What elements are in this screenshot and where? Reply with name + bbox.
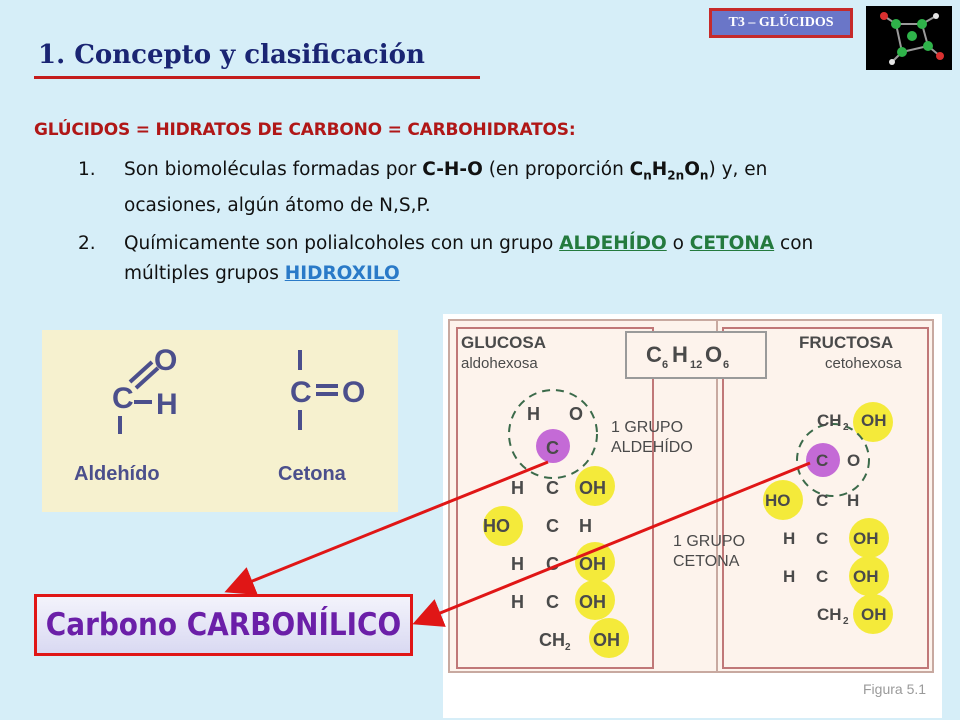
svg-text:C: C: [816, 567, 828, 586]
list-item: 2. Químicamente son polialcoholes con un…: [78, 229, 938, 289]
list-number: 2.: [78, 233, 96, 254]
svg-text:1 GRUPO: 1 GRUPO: [611, 419, 683, 436]
svg-text:H: H: [156, 388, 178, 421]
fructosa-title: FRUCTOSA: [799, 333, 893, 352]
svg-text:O: O: [847, 451, 860, 470]
section-heading: GLÚCIDOS = HIDRATOS DE CARBONO = CARBOHI…: [34, 120, 576, 140]
carbonyl-groups-figure: C O H C O Aldehído Cetona: [42, 330, 398, 512]
svg-text:OH: OH: [579, 554, 606, 574]
svg-text:2: 2: [565, 642, 571, 653]
svg-text:H: H: [511, 592, 524, 612]
svg-text:CH: CH: [539, 630, 565, 650]
svg-text:2: 2: [843, 422, 849, 433]
svg-text:12: 12: [690, 359, 702, 371]
svg-text:H: H: [527, 404, 540, 424]
svg-text:C: C: [816, 491, 828, 510]
svg-text:6: 6: [662, 359, 668, 371]
svg-text:OH: OH: [593, 630, 620, 650]
topic-tag: T3 – GLÚCIDOS: [709, 8, 853, 38]
svg-text:O: O: [705, 342, 722, 367]
svg-text:O: O: [154, 344, 177, 377]
svg-text:6: 6: [723, 359, 729, 371]
list-number: 1.: [78, 159, 96, 180]
svg-text:CH: CH: [817, 605, 842, 624]
svg-text:C: C: [816, 451, 828, 470]
glucosa-title: GLUCOSA: [461, 333, 546, 352]
aldehido-c-atom: C: [112, 382, 134, 415]
svg-text:OH: OH: [579, 592, 606, 612]
aldehido-label: Aldehído: [74, 463, 160, 485]
svg-text:C: C: [546, 554, 559, 574]
svg-text:HO: HO: [765, 491, 791, 510]
svg-text:C: C: [546, 478, 559, 498]
svg-text:C: C: [546, 592, 559, 612]
glucosa-fructosa-figure: GLUCOSA aldohexosa FRUCTOSA cetohexosa C…: [443, 314, 942, 718]
aldohexosa-label: aldohexosa: [461, 355, 538, 372]
svg-text:CH: CH: [817, 411, 842, 430]
svg-text:OH: OH: [853, 529, 879, 548]
hidroxilo-link[interactable]: HIDROXILO: [284, 263, 400, 284]
cetohexosa-label: cetohexosa: [825, 355, 902, 372]
svg-text:HO: HO: [483, 516, 510, 536]
general-formula: CnH2nOn: [629, 159, 709, 183]
svg-text:C: C: [290, 376, 312, 409]
svg-text:H: H: [511, 554, 524, 574]
svg-text:H: H: [847, 491, 859, 510]
svg-text:OH: OH: [861, 605, 887, 624]
svg-text:O: O: [342, 376, 365, 409]
svg-text:C: C: [546, 516, 559, 536]
svg-text:2: 2: [843, 616, 849, 627]
svg-text:H: H: [783, 567, 795, 586]
svg-text:H: H: [783, 529, 795, 548]
svg-text:C: C: [546, 438, 559, 458]
svg-text:H: H: [672, 342, 688, 367]
title-underline: [34, 76, 480, 79]
cetona-link[interactable]: CETONA: [689, 233, 775, 254]
svg-text:OH: OH: [861, 411, 887, 430]
svg-text:C: C: [646, 342, 662, 367]
svg-text:OH: OH: [853, 567, 879, 586]
carbono-carbonilico-callout: Carbono CARBONÍLICO: [34, 594, 413, 656]
grupo-aldehido-label: 1 GRUPO ALDEHÍDO: [611, 419, 693, 456]
svg-text:O: O: [569, 404, 583, 424]
svg-text:OH: OH: [579, 478, 606, 498]
svg-text:C: C: [816, 529, 828, 548]
aldehido-link[interactable]: ALDEHÍDO: [559, 233, 667, 254]
cetona-label: Cetona: [278, 463, 347, 485]
svg-text:ALDEHÍDO: ALDEHÍDO: [611, 437, 693, 456]
svg-text:1 GRUPO: 1 GRUPO: [673, 533, 745, 550]
page-title: 1. Concepto y clasificación: [38, 40, 425, 70]
svg-text:Figura 5.1: Figura 5.1: [863, 681, 926, 697]
svg-text:H: H: [511, 478, 524, 498]
svg-text:H: H: [579, 516, 592, 536]
molecule-thumbnail-image: [866, 6, 952, 70]
list-item: 1. Son biomoléculas formadas por C-H-O (…: [78, 155, 938, 221]
svg-text:CETONA: CETONA: [673, 553, 740, 570]
